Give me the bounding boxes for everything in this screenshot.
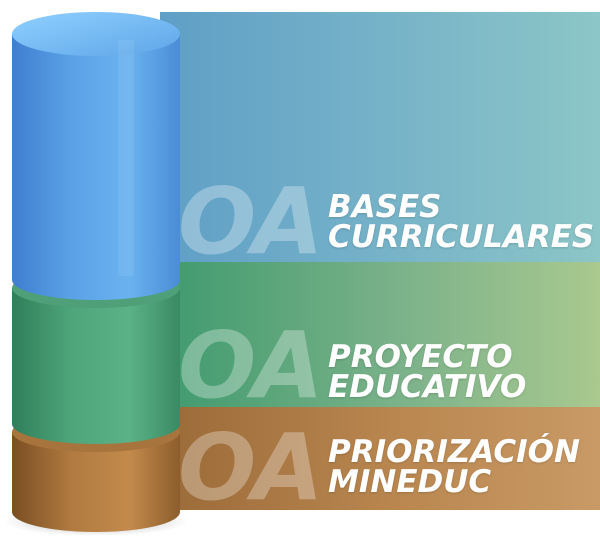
label-line-2: CURRICULARES (328, 219, 595, 255)
label-line-2: MINEDUC (328, 464, 492, 500)
oa-mark-3: OA (178, 414, 323, 521)
band-priorizacion-mineduc (160, 407, 600, 510)
stacked-cylinder (4, 12, 188, 536)
band-bases-curriculares (160, 12, 600, 262)
label-line-1: PRIORIZACIÓN (328, 434, 580, 470)
label-line-1: BASES (328, 189, 442, 225)
band-proyecto-educativo (160, 262, 600, 407)
label-line-2: EDUCATIVO (328, 369, 527, 405)
oa-mark-1: OA (178, 168, 323, 275)
label-line-1: PROYECTO (328, 339, 513, 375)
cylinder-segment-blue (12, 12, 180, 300)
label-bases-curriculares: BASES CURRICULARES (328, 189, 595, 255)
oa-mark-2: OA (178, 312, 323, 419)
label-priorizacion-mineduc: PRIORIZACIÓN MINEDUC (328, 434, 580, 500)
cylinder-highlight (118, 40, 134, 276)
label-proyecto-educativo: PROYECTO EDUCATIVO (328, 339, 527, 405)
